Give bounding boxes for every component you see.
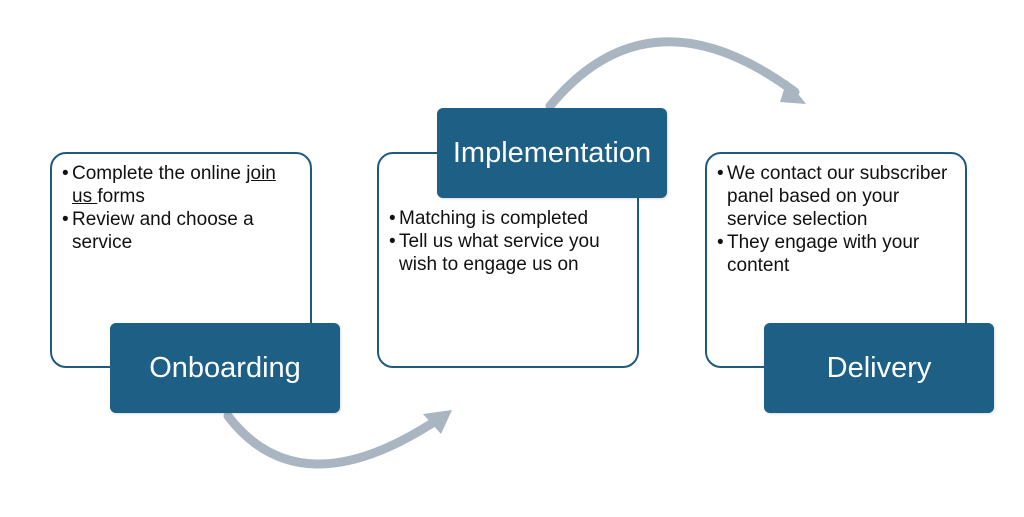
delivery-bullet-list: We contact our subscriber panel based on… — [717, 162, 955, 277]
delivery-title-box: Delivery — [764, 323, 994, 413]
arrow-head-1 — [423, 410, 452, 434]
onboarding-title-box: Onboarding — [110, 323, 340, 413]
onboarding-bullet-list: Complete the online join us forms Review… — [62, 162, 300, 254]
delivery-bullet: They engage with your content — [717, 231, 955, 277]
implementation-title-box: Implementation — [437, 108, 667, 198]
arrow-implementation-to-delivery — [545, 37, 800, 111]
join-us-link[interactable]: join us — [72, 163, 276, 207]
bullet-text: forms — [97, 186, 145, 207]
implementation-title: Implementation — [452, 136, 652, 169]
delivery-bullet: We contact our subscriber panel based on… — [717, 162, 955, 231]
onboarding-bullet: Review and choose a service — [62, 208, 300, 254]
delivery-title: Delivery — [826, 351, 932, 384]
arrow-head-2 — [780, 80, 806, 104]
onboarding-title: Onboarding — [149, 351, 301, 384]
bullet-text: Complete the online — [72, 163, 247, 184]
implementation-bullet-list: Matching is completed Tell us what servi… — [389, 207, 627, 276]
arrow-onboarding-to-implementation — [223, 411, 442, 469]
implementation-bullet: Tell us what service you wish to engage … — [389, 230, 627, 276]
implementation-bullet: Matching is completed — [389, 207, 627, 230]
onboarding-bullet: Complete the online join us forms — [62, 162, 300, 208]
